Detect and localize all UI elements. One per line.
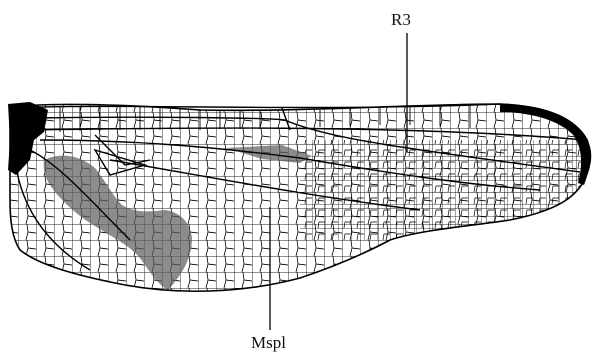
mspl-label: Mspl — [251, 334, 286, 351]
wing-membrane — [0, 95, 597, 305]
r3-label: R3 — [391, 11, 411, 28]
